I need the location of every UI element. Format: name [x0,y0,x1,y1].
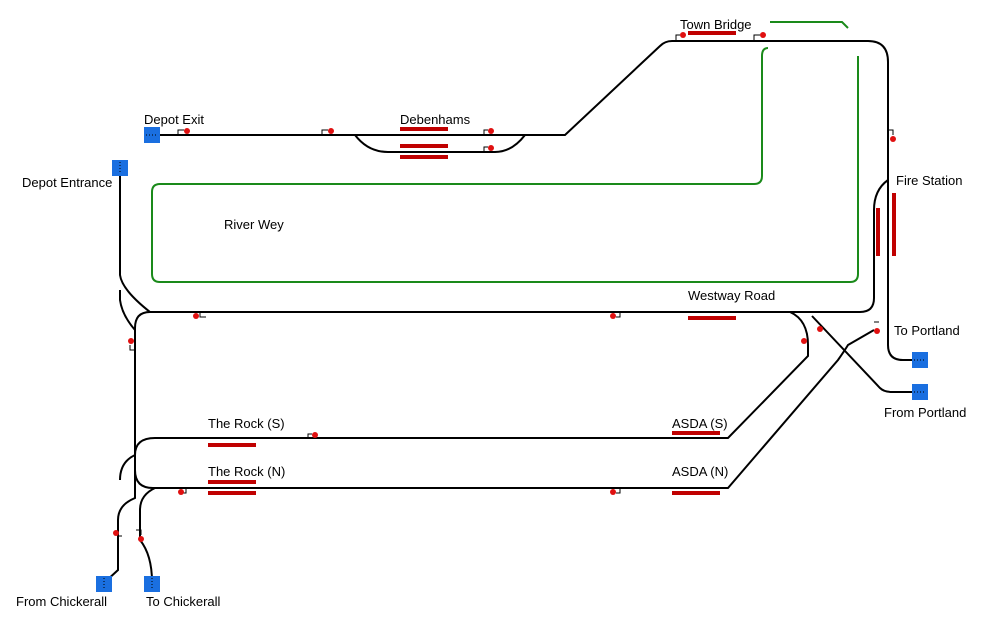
from-chickerall-line [104,470,136,583]
tracks [104,40,928,583]
label-depot-exit: Depot Exit [144,112,204,127]
label-from-portland: From Portland [884,405,966,420]
label-asda-s: ASDA (S) [672,416,728,431]
signal[interactable] [193,312,206,319]
signal[interactable] [113,530,122,537]
from-portland-line [811,315,928,393]
signal[interactable] [177,128,190,136]
label-to-portland: To Portland [894,323,960,338]
debenhams-loop [354,134,526,153]
westway-loop [134,179,889,489]
signal[interactable] [178,488,187,495]
label-depot-entrance: Depot Entrance [22,175,112,190]
label-westway-road: Westway Road [688,288,775,303]
endpoint-depot-entrance[interactable] [112,160,128,176]
signal[interactable] [136,529,144,542]
platforms [208,31,896,495]
label-river-wey: River Wey [224,217,284,232]
label-the-rock-s: The Rock (S) [208,416,285,431]
chickerall-crossover [119,454,136,481]
label-debenhams: Debenhams [400,112,471,127]
signal[interactable] [675,32,686,40]
label-fire-station: Fire Station [896,173,962,188]
depot-entrance-link [119,290,136,331]
signal[interactable] [610,312,621,319]
signal[interactable] [817,326,823,332]
to-chickerall-line [139,487,156,583]
endpoint-to-portland[interactable] [912,352,928,368]
label-town-bridge: Town Bridge [680,17,752,32]
signal[interactable] [801,335,808,344]
south-loop [134,311,809,456]
river-wey [151,21,859,283]
endpoint-from-portland[interactable] [912,384,928,400]
label-to-chickerall: To Chickerall [146,594,221,609]
endpoint-from-chickerall[interactable] [96,576,112,592]
signal[interactable] [483,128,494,136]
signal[interactable] [874,321,880,334]
signal[interactable] [888,129,896,142]
endpoints[interactable] [96,127,928,592]
signal[interactable] [483,145,494,152]
signal[interactable] [307,432,318,438]
signal[interactable] [610,488,621,495]
signal[interactable] [753,32,766,40]
labels: Depot Exit Depot Entrance Debenhams Town… [16,17,966,609]
endpoint-depot-exit[interactable] [144,127,160,143]
endpoint-to-chickerall[interactable] [144,576,160,592]
label-from-chickerall: From Chickerall [16,594,107,609]
signal[interactable] [321,128,334,136]
signal[interactable] [128,338,135,351]
depot-entrance-line [119,168,151,313]
signals[interactable] [113,32,896,542]
main-line-top [152,40,928,361]
label-the-rock-n: The Rock (N) [208,464,285,479]
label-asda-n: ASDA (N) [672,464,728,479]
